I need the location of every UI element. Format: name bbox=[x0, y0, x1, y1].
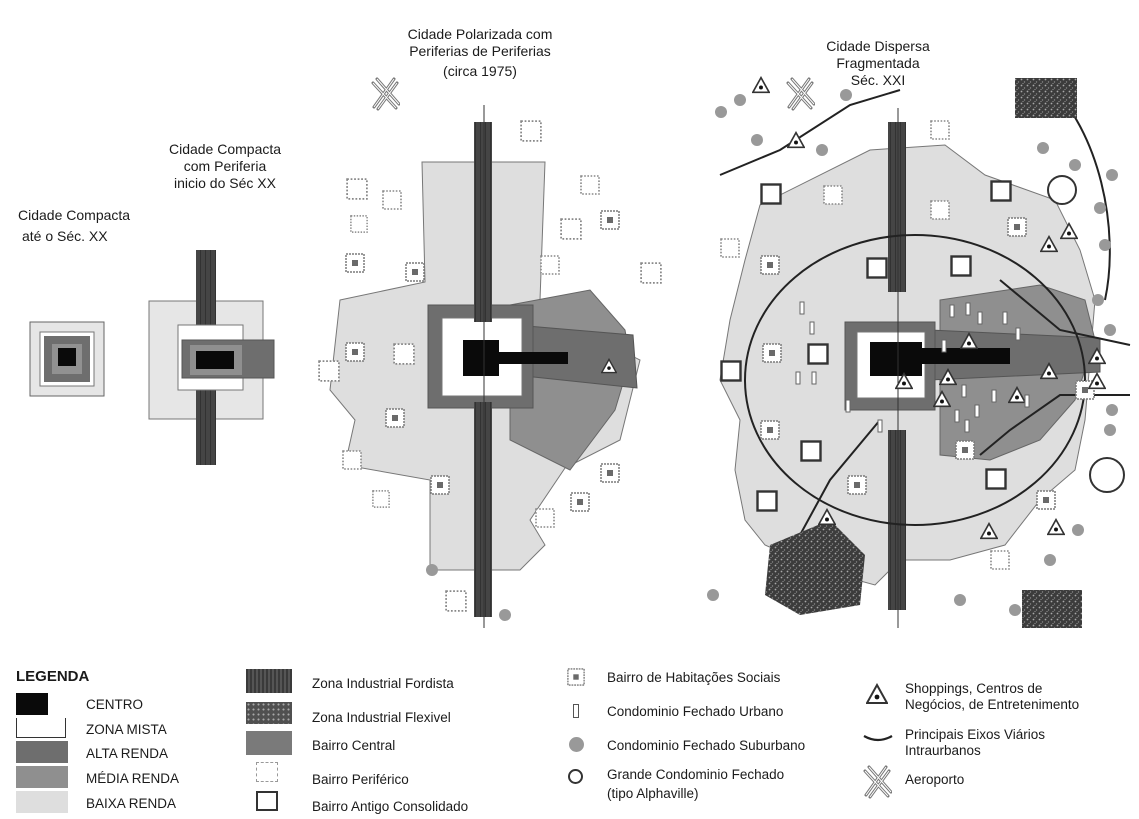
stage2-title-line1: Cidade Compacta bbox=[168, 141, 282, 157]
legend-label-shoppings-2: Negócios, de Entretenimento bbox=[905, 697, 1080, 712]
legend-label-media-renda: MÉDIA RENDA bbox=[86, 771, 180, 786]
stage4-title-line3: Séc. XXI bbox=[850, 72, 906, 88]
legend-label-bairro-periferico: Bairro Periférico bbox=[312, 772, 409, 787]
legend-label-cond-suburbano: Condominio Fechado Suburbano bbox=[607, 738, 806, 753]
stage1-city bbox=[29, 321, 105, 397]
legend-label-zona-mista: ZONA MISTA bbox=[86, 722, 167, 737]
legend-swatch-habitacoes-sociais bbox=[567, 668, 585, 686]
legend-label-bairro-antigo: Bairro Antigo Consolidado bbox=[312, 799, 469, 814]
legend-swatch-aeroporto bbox=[862, 763, 892, 799]
legend-swatch-cond-urbano bbox=[573, 704, 579, 718]
legend-swatch-grande-condominio bbox=[568, 769, 583, 784]
legend-swatch-zona-mista bbox=[16, 718, 66, 738]
road-line-icon bbox=[863, 735, 893, 742]
legend-swatch-cond-suburbano bbox=[569, 737, 584, 752]
legend-label-cond-urbano: Condominio Fechado Urbano bbox=[607, 704, 784, 719]
legend-label-eixos-1: Principais Eixos Viários bbox=[905, 727, 1046, 742]
legend-label-baixa-renda: BAIXA RENDA bbox=[86, 796, 177, 811]
legend-swatch-shoppings bbox=[866, 683, 888, 705]
stage4-title-line2: Fragmentada bbox=[836, 55, 920, 71]
legend-swatch-media-renda bbox=[16, 766, 68, 788]
stage3-city bbox=[318, 77, 662, 628]
legend-social-icon bbox=[567, 668, 585, 686]
legend-heading: LEGENDA bbox=[16, 668, 90, 685]
shopping-triangle-icon bbox=[866, 684, 888, 704]
legend-swatch-bairro-central bbox=[246, 731, 292, 755]
stage3-title: Cidade Polarizada com Periferias de Peri… bbox=[370, 26, 590, 80]
stage2-city bbox=[148, 250, 275, 465]
legend-label-aeroporto: Aeroporto bbox=[905, 772, 965, 787]
stage2-title: Cidade Compacta com Periferia inicio do … bbox=[140, 141, 310, 192]
legend-swatch-alta-renda bbox=[16, 741, 68, 763]
legend-label-shoppings-1: Shoppings, Centros de bbox=[905, 681, 1043, 696]
legend-swatch-industrial-flexivel bbox=[246, 702, 292, 724]
legend-swatch-centro bbox=[16, 693, 48, 715]
stage1-title-line1: Cidade Compacta bbox=[18, 207, 131, 223]
stage3-title-line1: Cidade Polarizada com bbox=[407, 26, 553, 42]
legend-label-industrial-fordista: Zona Industrial Fordista bbox=[312, 676, 454, 691]
legend-swatch-bairro-periferico bbox=[256, 762, 278, 782]
stage3-title-line3: (circa 1975) bbox=[443, 63, 517, 79]
legend-label-alta-renda: ALTA RENDA bbox=[86, 746, 169, 761]
legend-label-grande-condominio: Grande Condominio Fechado bbox=[607, 767, 785, 782]
airport-icon bbox=[863, 765, 892, 799]
stage4-title: Cidade Dispersa Fragmentada Séc. XXI bbox=[808, 38, 948, 89]
legend-label-bairro-central: Bairro Central bbox=[312, 738, 396, 753]
stage1-title-line2: até o Séc. XX bbox=[22, 228, 108, 244]
legend-swatch-industrial-fordista bbox=[246, 669, 292, 693]
legend-label-habitacoes-sociais: Bairro de Habitações Sociais bbox=[607, 670, 781, 685]
legend-swatch-baixa-renda bbox=[16, 791, 68, 813]
stage4-title-line1: Cidade Dispersa bbox=[826, 38, 930, 54]
stage4-city bbox=[707, 76, 1131, 628]
legend-label-industrial-flexivel: Zona Industrial Flexivel bbox=[312, 710, 451, 725]
legend-label-centro: CENTRO bbox=[86, 697, 143, 712]
stage2-title-line3: inicio do Séc XX bbox=[174, 175, 276, 191]
stage1-title: Cidade Compacta até o Séc. XX bbox=[18, 207, 130, 245]
stage2-title-line2: com Periferia bbox=[183, 158, 267, 174]
legend-swatch-eixos-viarios bbox=[862, 733, 894, 743]
legend-swatch-bairro-antigo bbox=[256, 791, 278, 811]
legend-label-alphaville: (tipo Alphaville) bbox=[607, 786, 699, 801]
legend-label-eixos-2: Intraurbanos bbox=[905, 743, 981, 758]
stage3-title-line2: Periferias de Periferias bbox=[409, 43, 551, 59]
